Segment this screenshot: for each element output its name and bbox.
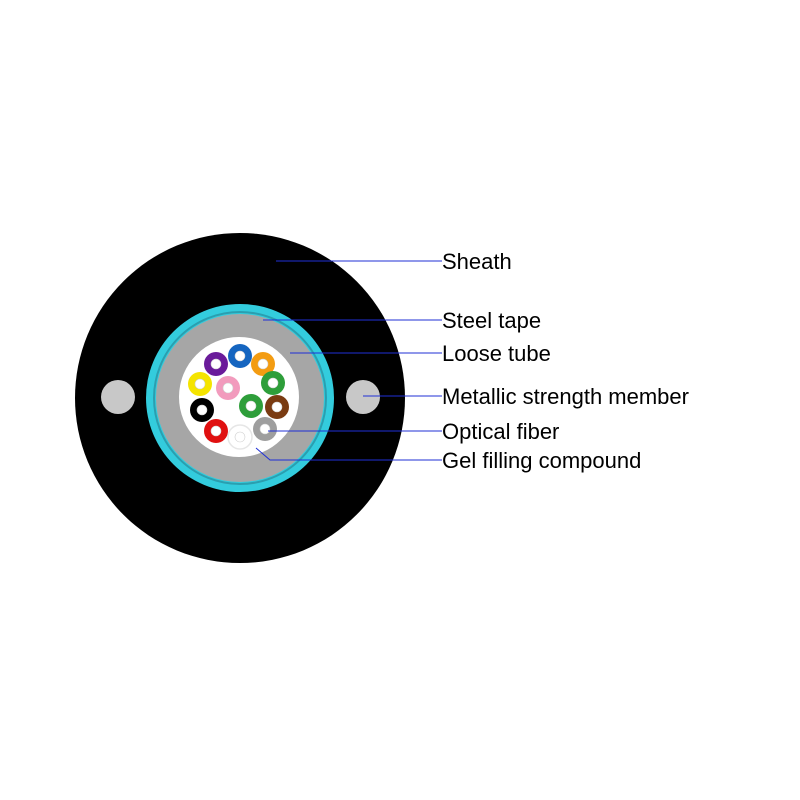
fiber-core <box>196 404 208 416</box>
label-optical-fiber: Optical fiber <box>442 419 559 444</box>
optical-fibers <box>188 344 289 450</box>
label-sheath: Sheath <box>442 249 512 274</box>
leader-lines <box>255 260 442 461</box>
optical-fiber-red <box>204 419 228 443</box>
fiber-core <box>267 377 279 389</box>
fiber-core <box>210 358 222 370</box>
fiber-core <box>259 423 271 435</box>
steel-tape-band <box>153 311 327 485</box>
fiber-core <box>194 378 206 390</box>
optical-fiber-blue <box>228 344 252 368</box>
fiber-core <box>222 382 234 394</box>
optical-fiber-brown <box>265 395 289 419</box>
label-steel-tape: Steel tape <box>442 308 541 333</box>
label-gel: Gel filling compound <box>442 448 641 473</box>
fiber-core <box>245 400 257 412</box>
labels: Sheath Steel tape Loose tube Metallic st… <box>442 249 689 473</box>
fiber-core <box>271 401 283 413</box>
optical-fiber-yellow <box>188 372 212 396</box>
optical-fiber-white <box>227 424 253 450</box>
optical-fiber-rose <box>216 376 240 400</box>
strength-member-right <box>346 380 380 414</box>
cable-cross-section <box>75 233 405 563</box>
leader-line-gel <box>255 447 442 461</box>
optical-fiber-black <box>190 398 214 422</box>
optical-fiber-green <box>261 371 285 395</box>
optical-fiber-orange <box>251 352 275 376</box>
fiber-core <box>257 358 269 370</box>
optical-fiber-gray <box>253 417 277 441</box>
fiber-core <box>234 431 246 443</box>
label-loose-tube: Loose tube <box>442 341 551 366</box>
fiber-core <box>210 425 222 437</box>
optical-fiber-green <box>239 394 263 418</box>
label-strength-member: Metallic strength member <box>442 384 689 409</box>
fiber-core <box>234 350 246 362</box>
optical-fiber-violet <box>204 352 228 376</box>
strength-member-left <box>101 380 135 414</box>
